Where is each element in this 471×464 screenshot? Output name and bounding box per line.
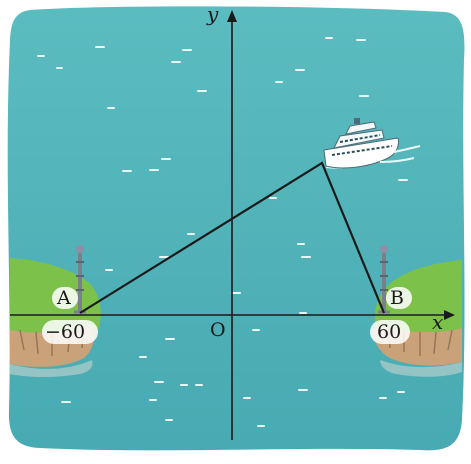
label-neg60-bg <box>42 320 98 344</box>
ship-icon <box>323 118 421 169</box>
x-axis-arrow <box>444 310 455 320</box>
label-60-bg <box>370 320 410 344</box>
axes <box>10 10 455 440</box>
point-b-label: B <box>390 287 404 309</box>
sea-area <box>7 6 465 451</box>
y-axis-label: y <box>207 2 219 26</box>
point-a-value: −60 <box>45 321 86 343</box>
path-a-ship-b <box>79 161 386 314</box>
label-b-bg <box>386 287 412 309</box>
label-a-bg <box>52 287 78 309</box>
x-axis-label: x <box>432 310 444 334</box>
point-a-label: A <box>57 287 71 309</box>
wave-marks <box>37 37 408 427</box>
lighthouse-icon <box>378 245 390 314</box>
origin-label: O <box>210 319 226 341</box>
point-b-value: 60 <box>377 321 402 343</box>
y-axis-arrow <box>227 10 237 22</box>
